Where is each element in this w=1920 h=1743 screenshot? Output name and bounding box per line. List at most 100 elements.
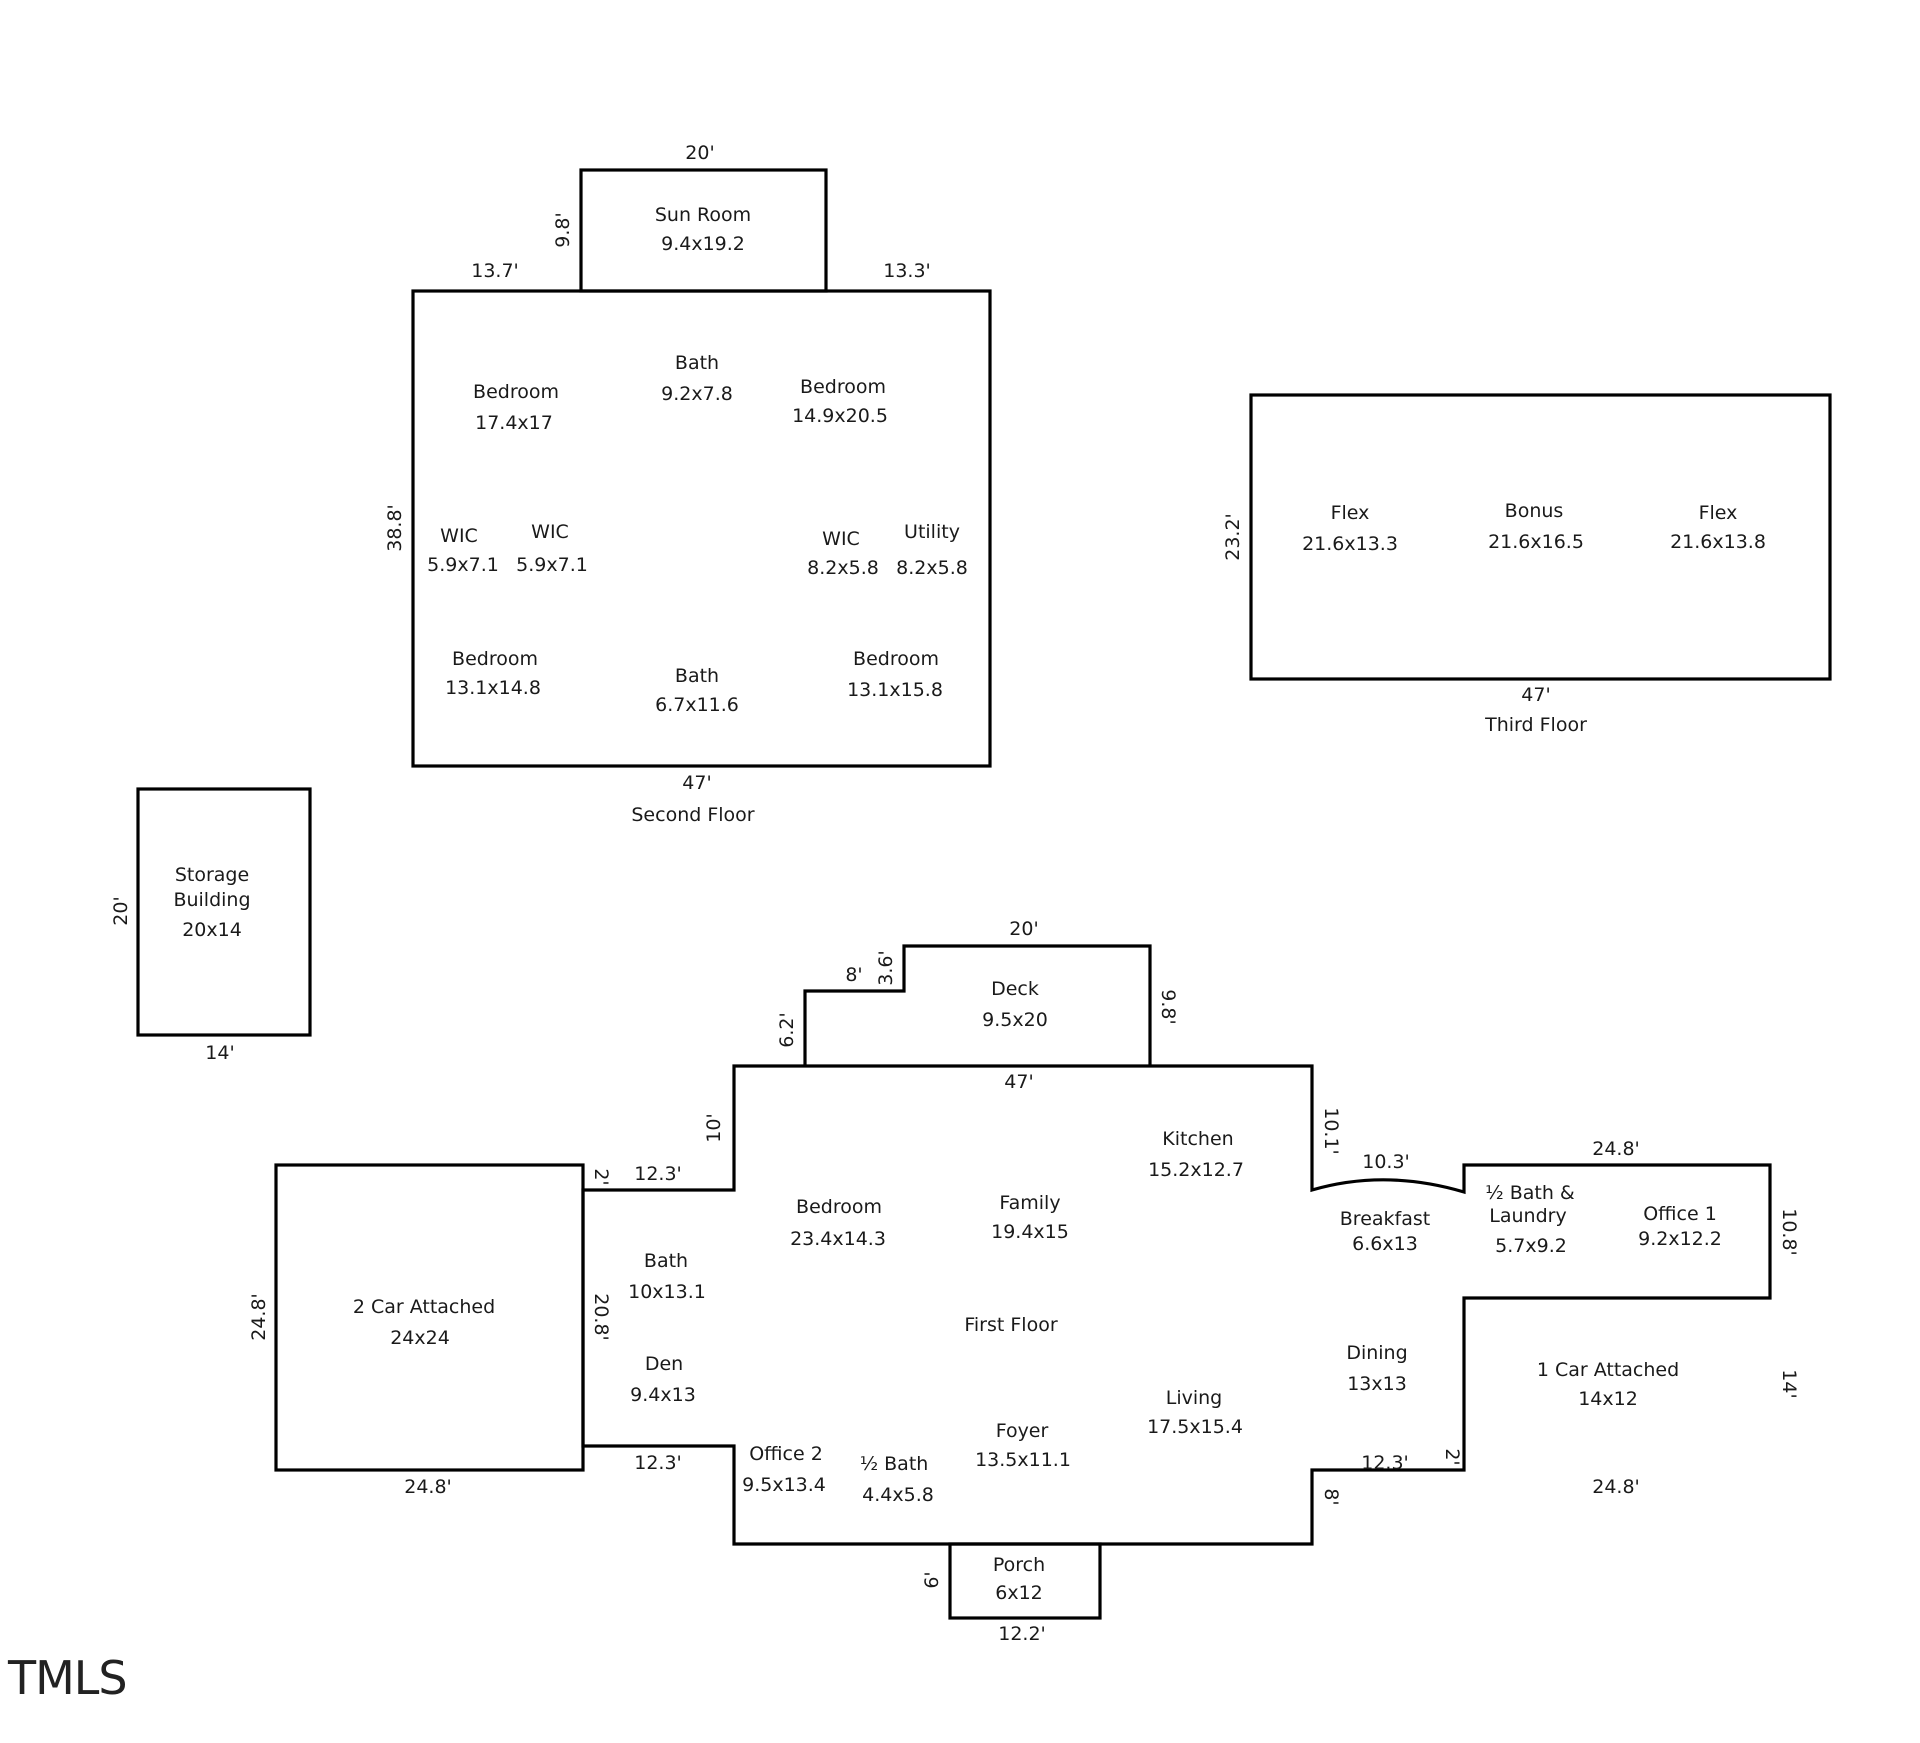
room-name: Bedroom [853, 648, 939, 670]
room-size: 5.9x7.1 [516, 554, 588, 576]
dimension-label: 9.8' [552, 212, 574, 247]
room-name: Living [1166, 1387, 1223, 1409]
dimension-label: 24.8' [248, 1293, 270, 1341]
room-size: 21.6x16.5 [1488, 531, 1584, 553]
dimension-label: 14' [205, 1042, 234, 1064]
room-size: 9.4x13 [630, 1384, 696, 1406]
second-floor: Sun Room 9.4x19.2 Bedroom 17.4x17 Bath 9… [384, 142, 992, 826]
dimension-label: 10.8' [1778, 1208, 1800, 1256]
room-size: 19.4x15 [991, 1221, 1069, 1243]
room-size: 14.9x20.5 [792, 405, 888, 427]
dimension-label: 12.3' [634, 1163, 682, 1185]
dimension-label: 9.8' [1157, 989, 1179, 1024]
dimension-label: 12.3' [634, 1452, 682, 1474]
sun-room-outline [579, 168, 828, 293]
floor-label: Second Floor [631, 804, 754, 826]
room-name: 2 Car Attached [353, 1296, 495, 1318]
room-size: 9.2x12.2 [1638, 1228, 1722, 1250]
dimension-label: 23.2' [1222, 513, 1244, 561]
room-size: 6.7x11.6 [655, 694, 739, 716]
room-name: Storage [175, 864, 249, 886]
room-name: Office 2 [749, 1443, 823, 1465]
third-floor-outline [1249, 393, 1832, 681]
room-name: Family [999, 1192, 1060, 1214]
room-name: ½ Bath & [1485, 1182, 1575, 1204]
room-size: 9.5x13.4 [742, 1474, 826, 1496]
room-size: 13.5x11.1 [975, 1449, 1071, 1471]
room-name: Bonus [1505, 500, 1564, 522]
dimension-label: 8' [845, 964, 862, 986]
room-name: Bedroom [452, 648, 538, 670]
room-name: Bedroom [473, 381, 559, 403]
room-name: Foyer [996, 1420, 1049, 1442]
room-size: 23.4x14.3 [790, 1228, 886, 1250]
room-size: 8.2x5.8 [807, 557, 879, 579]
dimension-label: 20' [685, 142, 714, 164]
room-name: Den [645, 1353, 683, 1375]
dimension-label: 2' [590, 1168, 612, 1185]
dimension-label: 20' [110, 896, 132, 925]
dimension-label: 2' [1441, 1448, 1463, 1465]
dimension-label: 47' [1521, 684, 1550, 706]
second-floor-outline [411, 289, 992, 768]
dimension-label: 20' [1009, 918, 1038, 940]
room-name: Bath [675, 352, 719, 374]
room-size: 15.2x12.7 [1148, 1159, 1244, 1181]
room-name: 1 Car Attached [1537, 1359, 1679, 1381]
room-name: Breakfast [1340, 1208, 1430, 1230]
first-floor: Deck 9.5x20 Kitchen 15.2x12.7 Bedroom 23… [248, 918, 1800, 1645]
room-name: Building [173, 889, 250, 911]
room-name: Dining [1346, 1342, 1407, 1364]
dimension-label: 10.3' [1362, 1151, 1410, 1173]
dimension-label: 6.2' [776, 1012, 798, 1047]
room-name: WIC [440, 525, 478, 547]
room-size: 5.9x7.1 [427, 554, 499, 576]
room-size: 24x24 [390, 1327, 450, 1349]
room-name: Bath [675, 665, 719, 687]
room-size: 9.4x19.2 [661, 233, 745, 255]
room-size: 6x12 [995, 1582, 1043, 1604]
dimension-label: 3.6' [875, 950, 897, 985]
room-size: 21.6x13.8 [1670, 531, 1766, 553]
dimension-label: 47' [1004, 1071, 1033, 1093]
dimension-label: 12.2' [998, 1623, 1046, 1645]
room-size: 20x14 [182, 919, 242, 941]
room-name: Porch [993, 1554, 1045, 1576]
dimension-label: 24.8' [1592, 1138, 1640, 1160]
room-size: 8.2x5.8 [896, 557, 968, 579]
room-size: 9.5x20 [982, 1009, 1048, 1031]
room-name: Kitchen [1162, 1128, 1233, 1150]
first-floor-label: First Floor [964, 1314, 1057, 1336]
room-size: 17.4x17 [475, 412, 553, 434]
dimension-label: 20.8' [590, 1293, 612, 1341]
room-name: Sun Room [655, 204, 751, 226]
dimension-label: 10' [703, 1113, 725, 1142]
room-name: WIC [822, 528, 860, 550]
dimension-label: 10.1' [1320, 1107, 1342, 1155]
storage-building: Storage Building 20x14 20' 14' [110, 787, 312, 1064]
room-size: 6.6x13 [1352, 1233, 1418, 1255]
room-size: 10x13.1 [628, 1281, 706, 1303]
dimension-label: 47' [682, 772, 711, 794]
room-name: Utility [904, 521, 960, 543]
room-size: 9.2x7.8 [661, 383, 733, 405]
room-size: 13.1x14.8 [445, 677, 541, 699]
room-name: Bath [644, 1250, 688, 1272]
room-size: 13x13 [1347, 1373, 1407, 1395]
dimension-label: 6' [921, 1571, 943, 1588]
room-size: 21.6x13.3 [1302, 533, 1398, 555]
room-name: WIC [531, 521, 569, 543]
room-name: Flex [1331, 502, 1370, 524]
two-car-garage-outline [274, 1163, 585, 1472]
third-floor: Flex 21.6x13.3 Bonus 21.6x16.5 Flex 21.6… [1222, 393, 1832, 736]
deck-outline [803, 944, 1152, 1066]
dimension-label: 13.3' [883, 260, 931, 282]
room-name: ½ Bath [860, 1453, 929, 1475]
dimension-label: 8' [1320, 1488, 1342, 1505]
room-size: 17.5x15.4 [1147, 1416, 1243, 1438]
room-size: 5.7x9.2 [1495, 1235, 1567, 1257]
dimension-label: 24.8' [404, 1476, 452, 1498]
room-name: Deck [991, 978, 1039, 1000]
dimension-label: 24.8' [1592, 1476, 1640, 1498]
